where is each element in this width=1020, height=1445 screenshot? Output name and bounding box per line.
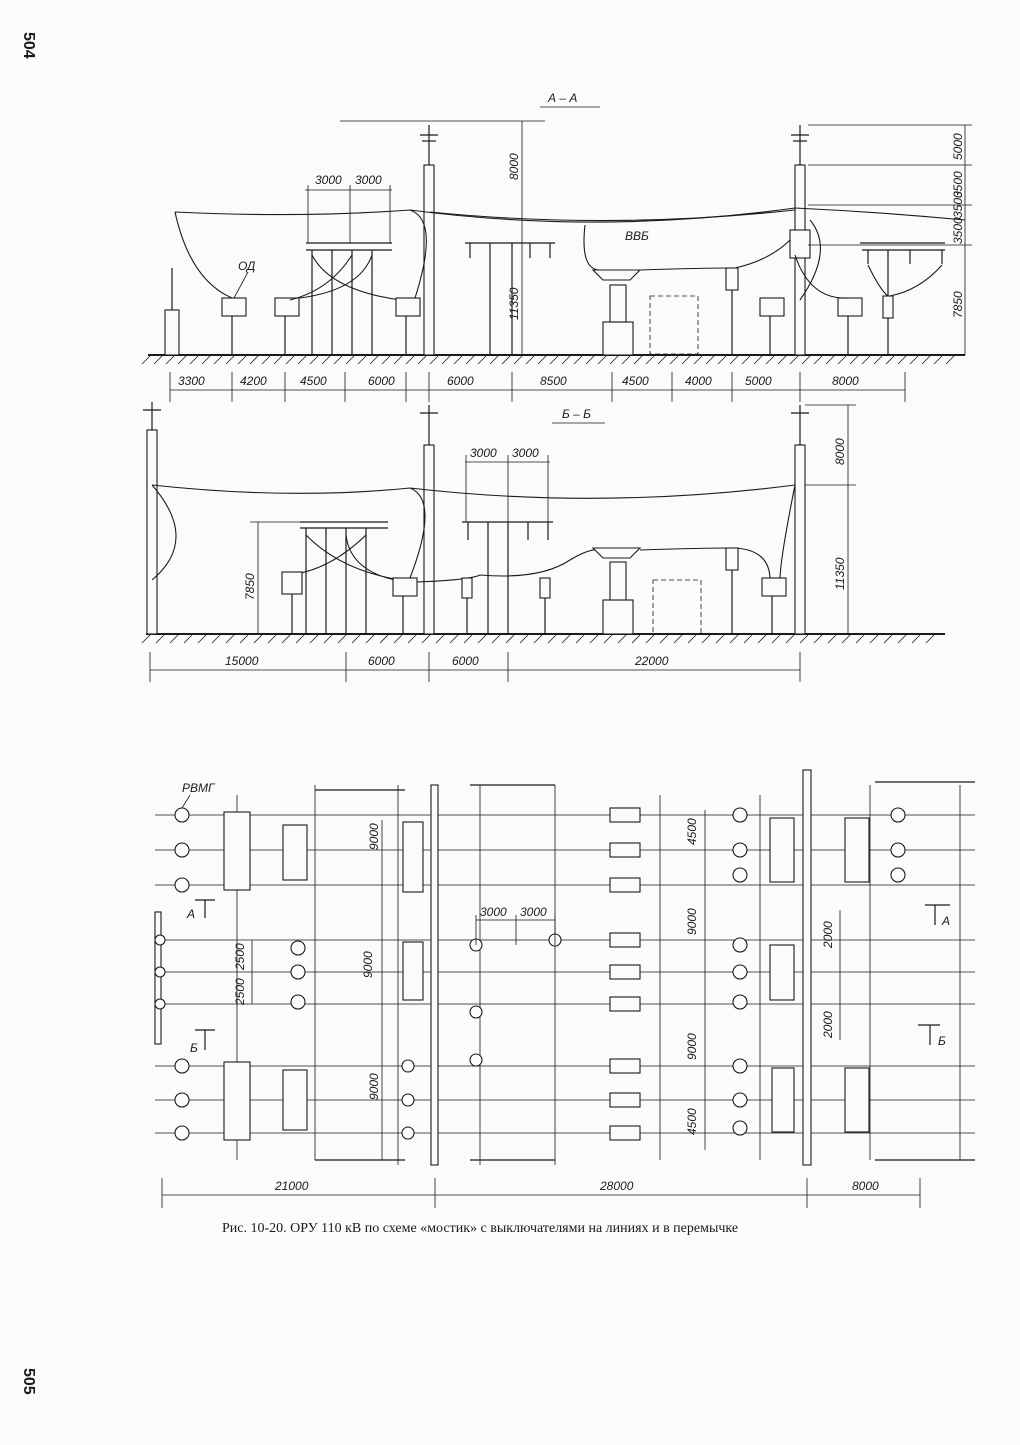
dim-plan-b-2: 8000 bbox=[852, 1179, 879, 1193]
dim-bb-v-8000: 8000 bbox=[833, 438, 847, 465]
page-number-top: 504 bbox=[20, 32, 37, 59]
dim-aa-v-8000: 8000 bbox=[507, 153, 521, 180]
dim-plan-v-9000d: 9000 bbox=[685, 908, 699, 935]
dim-aa-b-8: 5000 bbox=[745, 374, 772, 388]
dim-bb-b-1: 6000 bbox=[368, 654, 395, 668]
label-od: ОД bbox=[238, 259, 256, 273]
dim-plan-v-2000a: 2000 bbox=[821, 921, 835, 949]
dim-bb-b-2: 6000 bbox=[452, 654, 479, 668]
dim-plan-v-4500a: 4500 bbox=[685, 818, 699, 845]
dim-aa-v-5000: 5000 bbox=[951, 133, 965, 160]
section-bb-title: Б – Б bbox=[562, 407, 591, 421]
figure-caption: Рис. 10-20. ОРУ 110 кВ по схеме «мостик»… bbox=[222, 1221, 738, 1236]
dim-plan-top-1: 3000 bbox=[520, 905, 547, 919]
dim-bb-b-0: 15000 bbox=[225, 654, 259, 668]
plan-view: РВМГ bbox=[154, 769, 975, 1208]
dim-aa-b-6: 4500 bbox=[622, 374, 649, 388]
dim-plan-top-0: 3000 bbox=[480, 905, 507, 919]
dim-plan-v-9000b: 9000 bbox=[361, 951, 375, 978]
dim-plan-v-2500b: 2500 bbox=[233, 978, 247, 1006]
dim-bb-top-0: 3000 bbox=[470, 446, 497, 460]
dim-aa-b-1: 4200 bbox=[240, 374, 267, 388]
dim-plan-v-9000a: 9000 bbox=[367, 823, 381, 850]
dim-aa-v-7850: 7850 bbox=[951, 291, 965, 318]
cut-a-right: А bbox=[941, 914, 950, 928]
dim-plan-v-9000c: 9000 bbox=[367, 1073, 381, 1100]
dim-bb-b-3: 22000 bbox=[634, 654, 669, 668]
dim-aa-b-3: 6000 bbox=[368, 374, 395, 388]
dim-bb-v-7850: 7850 bbox=[243, 573, 257, 600]
cut-b-left: Б bbox=[190, 1041, 198, 1055]
dim-aa-b-7: 4000 bbox=[685, 374, 712, 388]
dim-bb-top-1: 3000 bbox=[512, 446, 539, 460]
dim-plan-v-4500b: 4500 bbox=[685, 1108, 699, 1135]
label-vvb: ВВБ bbox=[625, 229, 649, 243]
dim-aa-v-3500c: 3500 bbox=[951, 217, 965, 244]
dim-aa-b-5: 8500 bbox=[540, 374, 567, 388]
page-number-bottom: 505 bbox=[20, 1368, 37, 1395]
dim-aa-top-0: 3000 bbox=[315, 173, 342, 187]
dim-plan-b-0: 21000 bbox=[274, 1179, 309, 1193]
dim-aa-b-9: 8000 bbox=[832, 374, 859, 388]
dim-aa-b-0: 3300 bbox=[178, 374, 205, 388]
dim-aa-b-4: 6000 bbox=[447, 374, 474, 388]
dim-aa-top-1: 3000 bbox=[355, 173, 382, 187]
section-aa-title: А – А bbox=[547, 91, 577, 105]
dim-bb-v-11350: 11350 bbox=[833, 557, 847, 590]
dim-plan-v-2000b: 2000 bbox=[821, 1011, 835, 1039]
insulator-group bbox=[154, 807, 906, 1140]
label-rvmg: РВМГ bbox=[182, 781, 216, 795]
dim-aa-v-11350: 11350 bbox=[507, 287, 521, 320]
dim-aa-v-3500b: 3500 bbox=[951, 191, 965, 218]
dim-aa-v-3500a: 3500 bbox=[951, 171, 965, 198]
dim-plan-v-2500a: 2500 bbox=[233, 943, 247, 971]
dim-plan-b-1: 28000 bbox=[599, 1179, 634, 1193]
arrester-group bbox=[174, 807, 190, 1141]
section-bb-elevation: Б – Б bbox=[141, 402, 945, 682]
cut-a-left: А bbox=[186, 907, 195, 921]
dim-plan-v-9000e: 9000 bbox=[685, 1033, 699, 1060]
dim-aa-b-2: 4500 bbox=[300, 374, 327, 388]
section-aa-elevation: А – А ОД bbox=[141, 91, 972, 402]
cut-b-right: Б bbox=[938, 1034, 946, 1048]
